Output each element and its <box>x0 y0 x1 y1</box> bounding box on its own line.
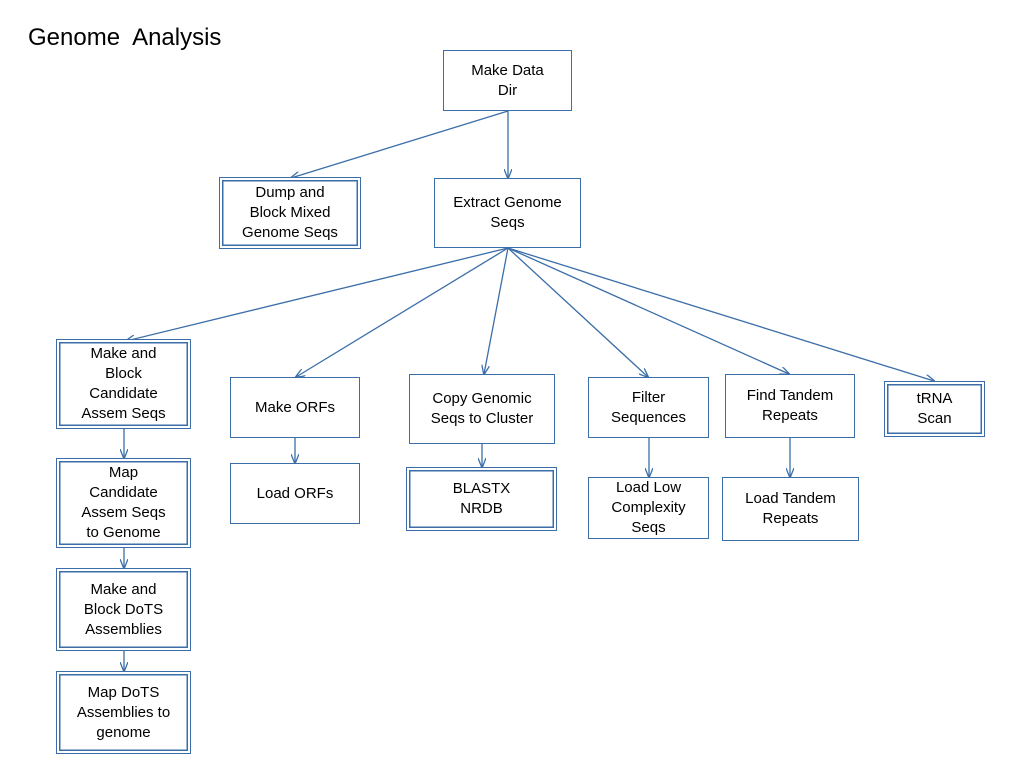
diagram-title: Genome Analysis <box>28 24 222 51</box>
edge-extract-to-orfs <box>296 247 509 377</box>
edge-data-dir-to-dump <box>291 110 509 178</box>
node-trna-scan: tRNA Scan <box>884 381 985 437</box>
node-map-candidate: Map Candidate Assem Seqs to Genome <box>56 458 191 548</box>
edge-extract-to-candidate <box>126 247 509 341</box>
node-find-tandem: Find Tandem Repeats <box>725 374 855 438</box>
node-filter-sequences: Filter Sequences <box>588 377 709 438</box>
node-blastx-nrdb: BLASTX NRDB <box>406 467 557 531</box>
node-load-orfs: Load ORFs <box>230 463 360 524</box>
node-copy-genomic: Copy Genomic Seqs to Cluster <box>409 374 555 444</box>
node-make-orfs: Make ORFs <box>230 377 360 438</box>
edge-extract-to-copy <box>484 247 509 374</box>
node-load-tandem: Load Tandem Repeats <box>722 477 859 541</box>
node-make-block-candidate: Make and Block Candidate Assem Seqs <box>56 339 191 429</box>
node-load-low-complexity: Load Low Complexity Seqs <box>588 477 709 539</box>
node-extract-genome-seqs: Extract Genome Seqs <box>434 178 581 248</box>
node-make-data-dir: Make Data Dir <box>443 50 572 111</box>
node-map-dots: Map DoTS Assemblies to genome <box>56 671 191 754</box>
edge-extract-to-tandem <box>507 247 789 374</box>
node-make-block-dots: Make and Block DoTS Assemblies <box>56 568 191 651</box>
edge-extract-to-filter <box>507 247 648 377</box>
edge-extract-to-trna <box>507 247 934 381</box>
node-dump-block-mixed: Dump and Block Mixed Genome Seqs <box>219 177 361 249</box>
